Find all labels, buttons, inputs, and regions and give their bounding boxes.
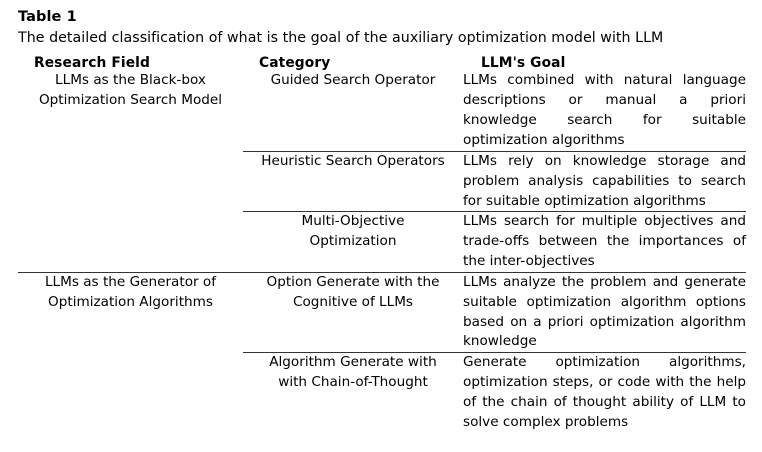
category-cell: Algorithm Generate with with Chain-of-Th…: [243, 352, 463, 433]
llms-goal-cell: LLMs search for multiple objectives and …: [463, 211, 746, 273]
category-cell: Heuristic Search Operators: [243, 150, 463, 212]
classification-table: Research Field Category LLM's Goal LLMs …: [18, 55, 746, 433]
category-line: Algorithm Generate with: [269, 354, 437, 371]
category-line: Guided Search Operator: [270, 72, 436, 89]
column-header-category: Category: [259, 55, 331, 72]
column-header-llms-goal: LLM's Goal: [481, 55, 566, 72]
table-row: Multi-Objective Optimization LLMs search…: [18, 211, 746, 273]
llms-goal-cell: LLMs rely on knowledge storage and probl…: [463, 150, 746, 212]
research-field-group-1: LLMs as the Black-box Optimization Searc…: [18, 71, 243, 272]
table-row: LLMs as the Black-box Optimization Searc…: [18, 71, 746, 151]
table-row: Heuristic Search Operators LLMs rely on …: [18, 150, 746, 212]
category-line: Multi-Objective: [301, 213, 405, 230]
category-line: Optimization: [309, 233, 397, 250]
research-field-group-2: LLMs as the Generator of Optimization Al…: [18, 271, 243, 433]
research-field-line: LLMs as the Black-box: [55, 72, 206, 89]
category-line: Option Generate with the: [266, 273, 440, 290]
table-row: LLMs as the Generator of Optimization Al…: [18, 271, 746, 433]
research-field-line: Optimization Search Model: [38, 92, 223, 109]
table-caption: Table 1 The detailed classification of w…: [18, 8, 745, 48]
research-field-line: LLMs as the Generator of: [44, 273, 217, 290]
llms-goal-cell: Generate optimization algorithms, optimi…: [463, 352, 746, 433]
category-line: with Chain-of-Thought: [278, 373, 428, 390]
category-cell: Guided Search Operator: [243, 71, 463, 151]
table-header-row: Research Field Category LLM's Goal: [18, 55, 746, 71]
table-caption-text: The detailed classification of what is t…: [18, 29, 664, 46]
column-header-research-field: Research Field: [34, 55, 150, 72]
research-field-line: Optimization Algorithms: [48, 293, 213, 310]
category-cell: Option Generate with the Cognitive of LL…: [243, 271, 463, 353]
llms-goal-cell: LLMs combined with natural language desc…: [463, 72, 746, 148]
category-cell: Multi-Objective Optimization: [243, 211, 463, 273]
table-caption-label: Table 1: [18, 9, 77, 25]
table-row: Algorithm Generate with with Chain-of-Th…: [18, 352, 746, 433]
category-line: Cognitive of LLMs: [292, 293, 414, 310]
table-body: LLMs as the Black-box Optimization Searc…: [18, 71, 746, 433]
category-line: Heuristic Search Operators: [261, 152, 445, 169]
table-head: Research Field Category LLM's Goal: [18, 55, 746, 71]
llms-goal-cell: LLMs analyze the problem and generate su…: [463, 271, 746, 353]
